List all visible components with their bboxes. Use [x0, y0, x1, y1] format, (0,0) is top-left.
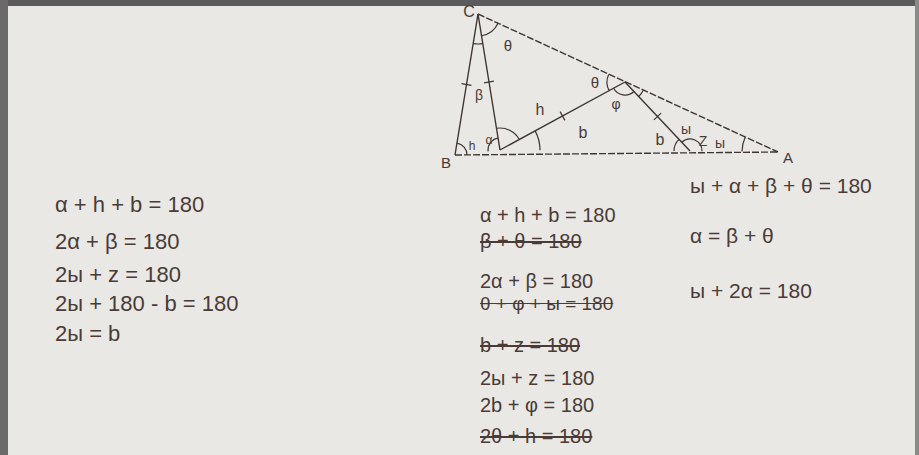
- angle-label: ы: [681, 122, 691, 136]
- photo-edge: [0, 0, 8, 455]
- angle-label: ы: [715, 136, 725, 150]
- angle-label: h: [469, 140, 476, 152]
- photo-edge: [0, 0, 919, 6]
- segment-dp: [500, 82, 625, 150]
- vertex-label: B: [441, 155, 451, 170]
- angle-label: α: [486, 134, 493, 146]
- equation: 2ы = b: [55, 323, 120, 345]
- equation: α + h + b = 180: [480, 205, 616, 225]
- angle-label: Z: [699, 134, 708, 148]
- equal-tick: [560, 112, 565, 121]
- angle-label: h: [536, 102, 545, 118]
- segment-cd: [478, 14, 500, 150]
- side-ca: [478, 14, 778, 152]
- side-ba: [455, 152, 778, 155]
- angle-arc: [639, 90, 643, 96]
- side-cb: [455, 14, 478, 155]
- equation: 2ы + 180 - b = 180: [55, 293, 238, 315]
- equation: α = β + θ: [690, 225, 774, 246]
- triangle-lines: [455, 14, 778, 155]
- equation: 2b + φ = 180: [480, 395, 594, 415]
- angle-arc: [482, 23, 498, 36]
- struck-equation: β + θ = 180: [480, 231, 582, 251]
- equal-tick: [484, 81, 494, 83]
- angle-arc: [742, 137, 745, 152]
- equation: α + h + b = 180: [55, 194, 204, 216]
- angle-label: b: [579, 125, 588, 141]
- struck-equation: 2θ + h = 180: [480, 426, 592, 446]
- angle-arc: [473, 43, 483, 45]
- angle-label: β: [475, 88, 483, 102]
- equal-tick: [462, 84, 472, 86]
- angle-arc: [496, 128, 519, 139]
- equation: 2ы + z = 180: [480, 368, 594, 388]
- angle-label: θ: [591, 75, 599, 90]
- equation: 2α + β = 180: [55, 231, 179, 253]
- angle-arc: [607, 74, 609, 90]
- equation: 2ы + z = 180: [55, 264, 181, 286]
- angle-arc: [457, 143, 467, 155]
- equation: ы + α + β + θ = 180: [690, 175, 872, 196]
- equation: 2α + β = 180: [480, 271, 593, 291]
- struck-equation: b + z = 180: [480, 335, 580, 355]
- vertex-label: C: [463, 4, 475, 20]
- angle-label: φ: [611, 97, 620, 111]
- struck-equation: θ + φ + ы = 180: [480, 294, 613, 313]
- photo-edge: [915, 0, 919, 455]
- angle-arc: [674, 139, 679, 151]
- angle-label: θ: [504, 38, 512, 53]
- angle-marks: [457, 23, 745, 155]
- angle-arc: [535, 131, 540, 150]
- equal-tick: [654, 113, 661, 120]
- equation: ы + 2α = 180: [690, 280, 812, 301]
- angle-label: b: [656, 132, 665, 148]
- segment-pe: [625, 82, 690, 151]
- vertex-label: A: [783, 150, 793, 165]
- angle-arc: [614, 88, 634, 95]
